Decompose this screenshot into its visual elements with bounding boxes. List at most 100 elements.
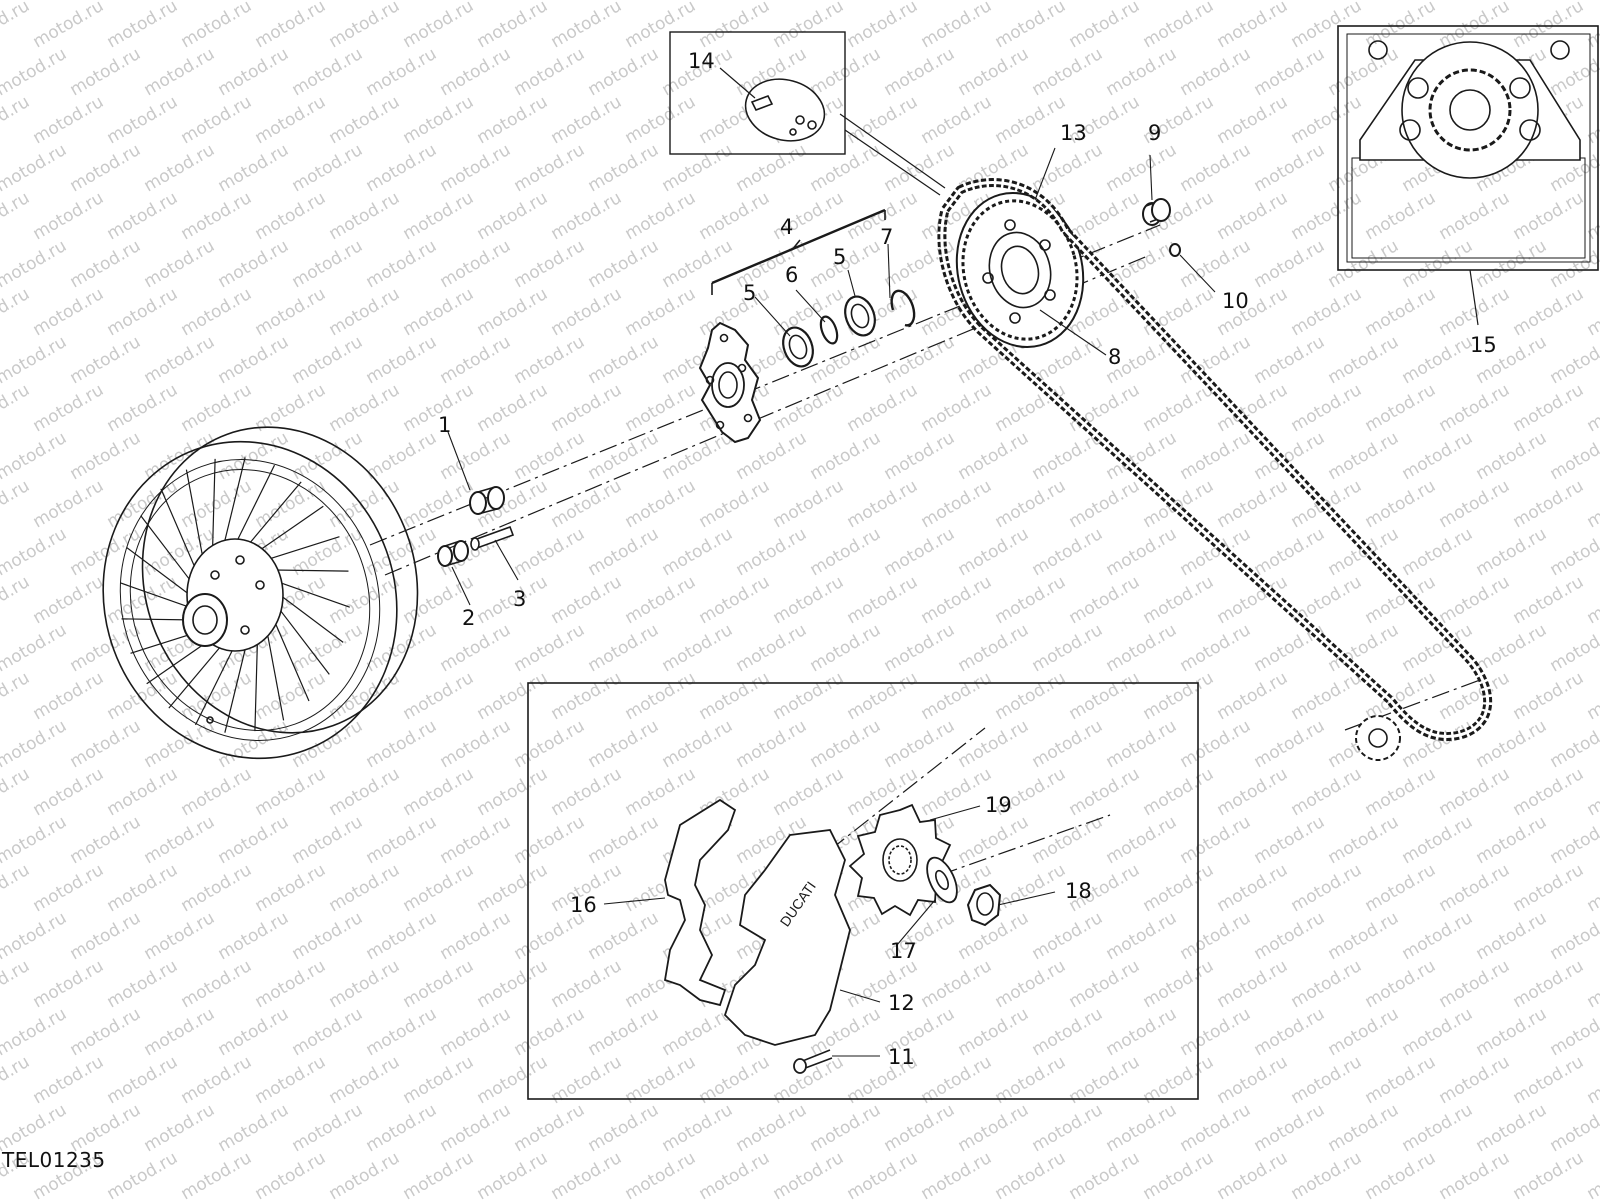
watermark-text: motod.ru xyxy=(1473,908,1551,964)
watermark-text: motod.ru xyxy=(881,44,959,100)
watermark-text: motod.ru xyxy=(1140,380,1218,436)
watermark-text: motod.ru xyxy=(474,1052,552,1108)
watermark-text: motod.ru xyxy=(437,1004,515,1060)
watermark-text: motod.ru xyxy=(1066,476,1144,532)
wheel-spoke xyxy=(266,536,340,561)
watermark-text: motod.ru xyxy=(881,140,959,196)
watermark-text: motod.ru xyxy=(474,188,552,244)
wheel-spoke xyxy=(126,547,191,596)
watermark-text: motod.ru xyxy=(955,524,1033,580)
watermark-text: motod.ru xyxy=(104,92,182,148)
watermark-text: motod.ru xyxy=(1436,668,1514,724)
watermark-text: motod.ru xyxy=(696,188,774,244)
watermark-text: motod.ru xyxy=(955,0,1033,4)
wheel-spoke xyxy=(279,594,344,643)
watermark-text: motod.ru xyxy=(659,236,737,292)
watermark-text: motod.ru xyxy=(1399,0,1477,4)
watermark-text: motod.ru xyxy=(955,1004,1033,1060)
watermark-text: motod.ru xyxy=(696,1052,774,1108)
callout-12: 12 xyxy=(888,991,915,1015)
watermark-text: motod.ru xyxy=(400,956,478,1012)
watermark-text: motod.ru xyxy=(1325,428,1403,484)
watermark-text: motod.ru xyxy=(1066,572,1144,628)
watermark-text: motod.ru xyxy=(1436,764,1514,820)
watermark-text: motod.ru xyxy=(1029,908,1107,964)
watermark-text: motod.ru xyxy=(622,0,700,52)
watermark-text: motod.ru xyxy=(807,1100,885,1156)
watermark-text: motod.ru xyxy=(474,284,552,340)
watermark-text: motod.ru xyxy=(474,380,552,436)
wheel-spoke xyxy=(273,619,310,702)
watermark-text: motod.ru xyxy=(770,476,848,532)
watermark-text: motod.ru xyxy=(67,428,145,484)
watermark-text: motod.ru xyxy=(1103,716,1181,772)
watermark-text: motod.ru xyxy=(807,428,885,484)
watermark-text: motod.ru xyxy=(1214,92,1292,148)
watermark-text: motod.ru xyxy=(474,764,552,820)
watermark-text: motod.ru xyxy=(1177,428,1255,484)
watermark-text: motod.ru xyxy=(474,668,552,724)
watermark-text: motod.ru xyxy=(659,428,737,484)
watermark-text: motod.ru xyxy=(1029,44,1107,100)
watermark-text: motod.ru xyxy=(548,0,626,52)
watermark-text: motod.ru xyxy=(1288,284,1366,340)
watermark-text: motod.ru xyxy=(1251,716,1329,772)
watermark-text: motod.ru xyxy=(104,956,182,1012)
watermark-text: motod.ru xyxy=(511,716,589,772)
watermark-text: motod.ru xyxy=(1547,524,1600,580)
watermark-text: motod.ru xyxy=(1214,668,1292,724)
watermark-text: motod.ru xyxy=(1177,44,1255,100)
watermark-text: motod.ru xyxy=(1103,140,1181,196)
watermark-text: motod.ru xyxy=(215,236,293,292)
watermark-text: motod.ru xyxy=(326,764,404,820)
watermark-text: motod.ru xyxy=(1510,284,1588,340)
watermark-text: motod.ru xyxy=(548,284,626,340)
watermark-text: motod.ru xyxy=(1214,188,1292,244)
wheel-spoke xyxy=(168,642,224,709)
watermark-text: motod.ru xyxy=(659,0,737,4)
watermark-text: motod.ru xyxy=(1140,764,1218,820)
watermark-text: motod.ru xyxy=(585,620,663,676)
inset-front-sprocket-assembly: DUCATI xyxy=(527,682,1199,1100)
watermark-text: motod.ru xyxy=(548,668,626,724)
watermark-text: motod.ru xyxy=(992,1148,1070,1200)
watermark-text: motod.ru xyxy=(992,0,1070,52)
watermark-text: motod.ru xyxy=(0,812,70,868)
watermark-text: motod.ru xyxy=(252,188,330,244)
watermark-text: motod.ru xyxy=(622,1148,700,1200)
watermark-text: motod.ru xyxy=(289,332,367,388)
watermark-text: motod.ru xyxy=(1103,1100,1181,1156)
watermark-text: motod.ru xyxy=(67,716,145,772)
watermark-text: motod.ru xyxy=(363,140,441,196)
watermark-text: motod.ru xyxy=(1547,1004,1600,1060)
watermark-text: motod.ru xyxy=(511,1004,589,1060)
callout-5a: 5 xyxy=(743,281,756,305)
watermark-text: motod.ru xyxy=(326,476,404,532)
watermark-text: motod.ru xyxy=(104,668,182,724)
watermark-text: motod.ru xyxy=(955,1100,1033,1156)
watermark-text: motod.ru xyxy=(918,380,996,436)
watermark-text: motod.ru xyxy=(1362,1052,1440,1108)
watermark-text: motod.ru xyxy=(178,380,256,436)
watermark-text: motod.ru xyxy=(733,0,811,4)
watermark-text: motod.ru xyxy=(511,620,589,676)
watermark-text: motod.ru xyxy=(659,1004,737,1060)
watermark-text: motod.ru xyxy=(1177,812,1255,868)
watermark-text: motod.ru xyxy=(104,380,182,436)
part-10-nut xyxy=(1169,243,1181,257)
watermark-text: motod.ru xyxy=(215,44,293,100)
wheel-spoke xyxy=(234,464,276,546)
watermark-text: motod.ru xyxy=(1288,188,1366,244)
watermark-text: motod.ru xyxy=(437,812,515,868)
watermark-text: motod.ru xyxy=(215,1100,293,1156)
watermark-text: motod.ru xyxy=(1288,956,1366,1012)
watermark-text: motod.ru xyxy=(1510,188,1588,244)
watermark-text: motod.ru xyxy=(1251,1004,1329,1060)
watermark-text: motod.ru xyxy=(844,668,922,724)
watermark-text: motod.ru xyxy=(215,1004,293,1060)
watermark-text: motod.ru xyxy=(1399,1004,1477,1060)
watermark-text: motod.ru xyxy=(0,572,33,628)
watermark-text: motod.ru xyxy=(696,572,774,628)
wheel-spoke xyxy=(277,607,330,675)
watermark-text: motod.ru xyxy=(326,284,404,340)
